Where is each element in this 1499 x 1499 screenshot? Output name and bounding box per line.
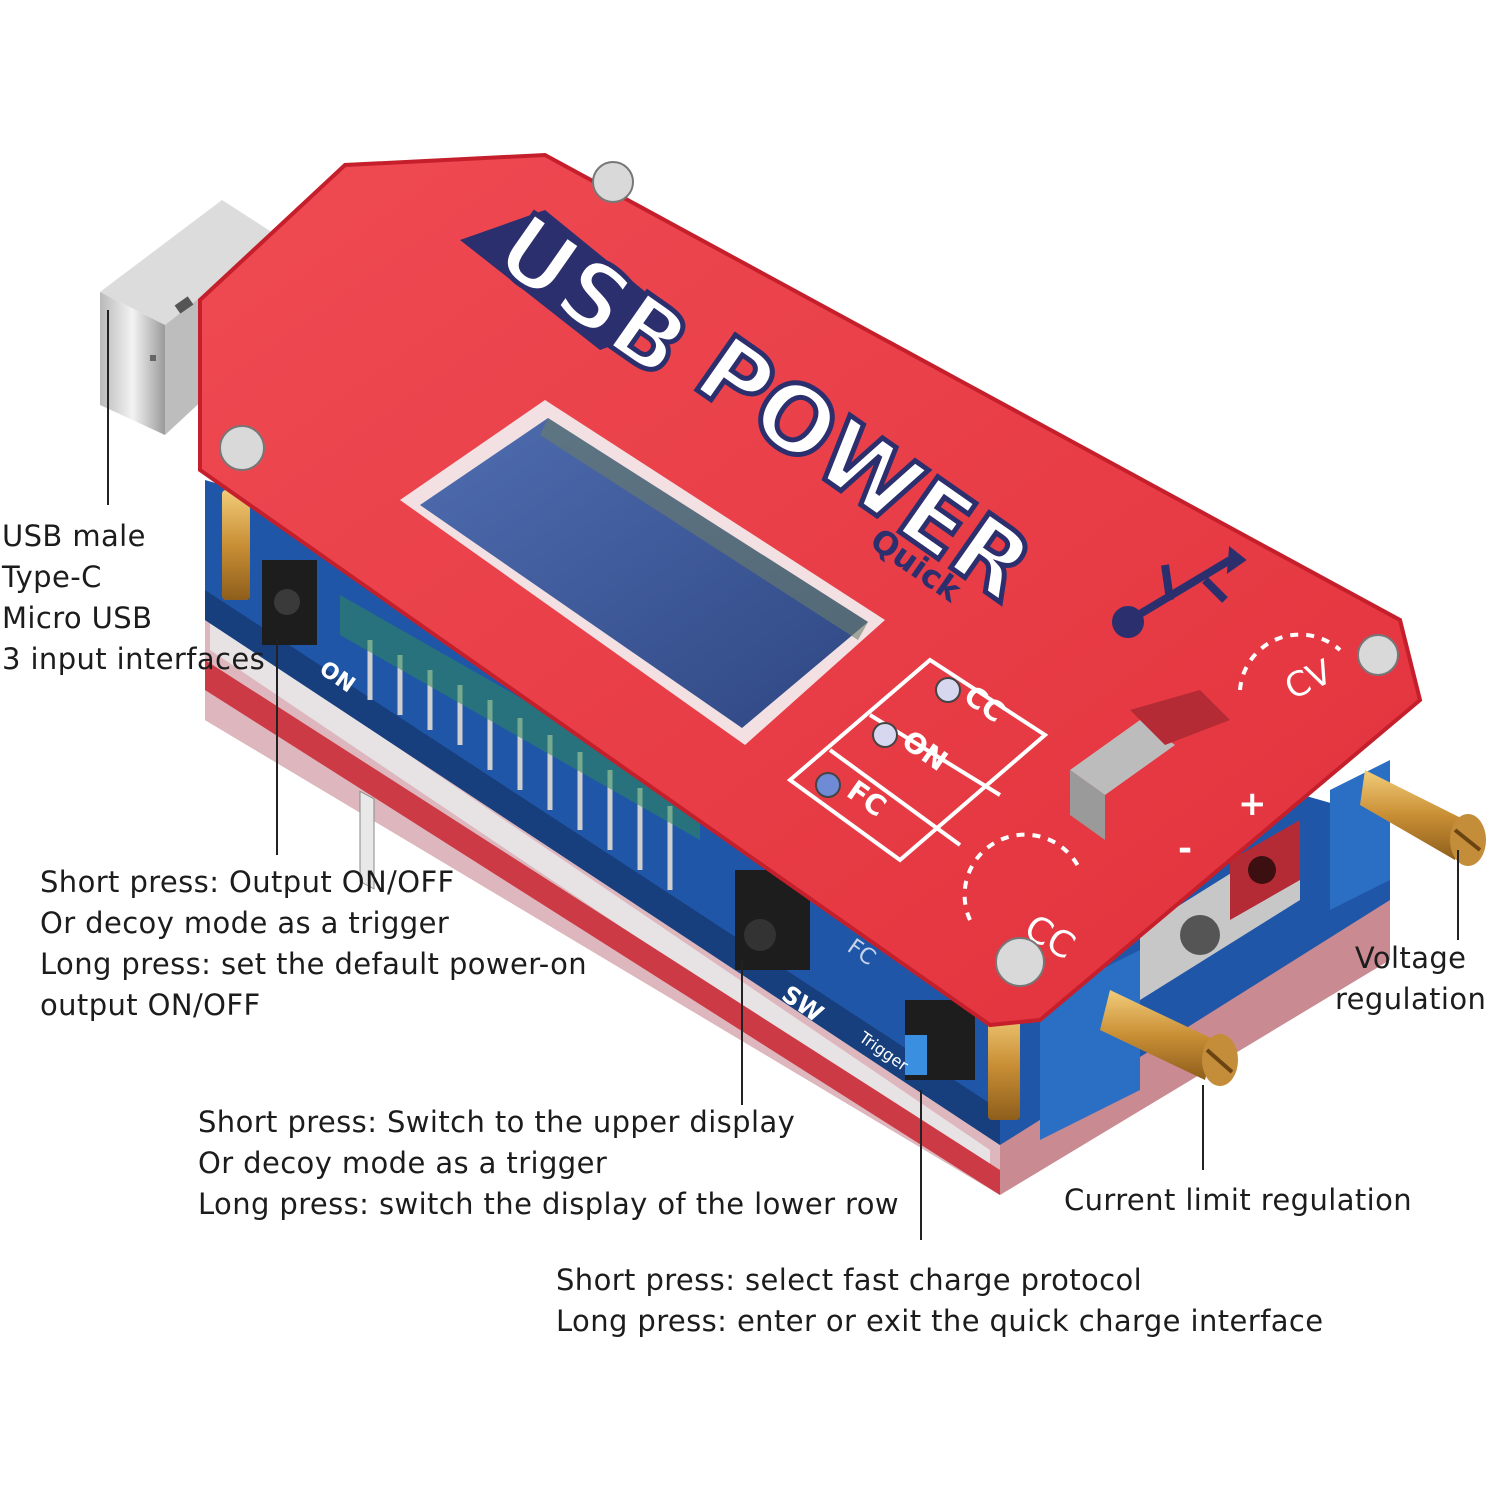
caption-line: Or decoy mode as a trigger: [198, 1146, 608, 1180]
leader-current: [1202, 1085, 1204, 1170]
caption-on-button: Short press: Output ON/OFF Or decoy mode…: [40, 862, 587, 1026]
caption-line: USB male: [2, 519, 146, 553]
leader-voltage: [1457, 850, 1459, 940]
caption-line: output ON/OFF: [40, 988, 261, 1022]
wire-connector-lever[interactable]: [1070, 690, 1230, 840]
caption-line: Short press: Switch to the upper display: [198, 1105, 796, 1139]
lcd-display: [400, 400, 885, 745]
adjust-screw-cc[interactable]: [1100, 990, 1238, 1086]
caption-line: regulation: [1335, 982, 1487, 1016]
led-cc: [935, 677, 961, 703]
caption-line: Long press: enter or exit the quick char…: [556, 1304, 1324, 1338]
usb-trident-icon: [1112, 546, 1247, 638]
led-on: [872, 722, 898, 748]
caption-line: Short press: Output ON/OFF: [40, 865, 455, 899]
caption-line: Current limit regulation: [1064, 1183, 1413, 1217]
cover-screws: [219, 161, 1399, 987]
caption-line: Type-C: [2, 560, 102, 594]
polarity-minus: -: [1178, 829, 1192, 869]
caption-line: 3 input interfaces: [2, 642, 266, 676]
caption-usb-inputs: USB male Type-C Micro USB 3 input interf…: [2, 516, 265, 680]
polarity-plus: +: [1238, 784, 1267, 824]
led-fc: [815, 772, 841, 798]
output-terminal-block: [1140, 820, 1300, 1000]
leader-fc-button: [920, 1090, 922, 1240]
caption-line: Short press: select fast charge protocol: [556, 1263, 1143, 1297]
caption-voltage-regulation: Voltage regulation: [1335, 938, 1486, 1020]
brass-standoffs: [222, 490, 1020, 1120]
caption-line: Long press: set the default power-on: [40, 947, 588, 981]
caption-line: Long press: switch the display of the lo…: [198, 1187, 899, 1221]
caption-line: Voltage: [1354, 941, 1467, 975]
red-cover: USB POWER Quick CC ON FC CV: [198, 152, 1423, 1028]
caption-fc-button: Short press: select fast charge protocol…: [556, 1260, 1323, 1342]
on-button[interactable]: [262, 560, 317, 645]
caption-sw-button: Short press: Switch to the upper display…: [198, 1102, 899, 1225]
fc-button[interactable]: [905, 1000, 975, 1080]
caption-line: Or decoy mode as a trigger: [40, 906, 450, 940]
leader-usb: [107, 310, 109, 505]
caption-line: Micro USB: [2, 601, 153, 635]
adjust-screw-cv[interactable]: [1360, 770, 1486, 866]
leader-sw-button: [741, 960, 743, 1105]
caption-current-limit: Current limit regulation: [1064, 1180, 1412, 1221]
leader-on-button: [276, 640, 278, 855]
